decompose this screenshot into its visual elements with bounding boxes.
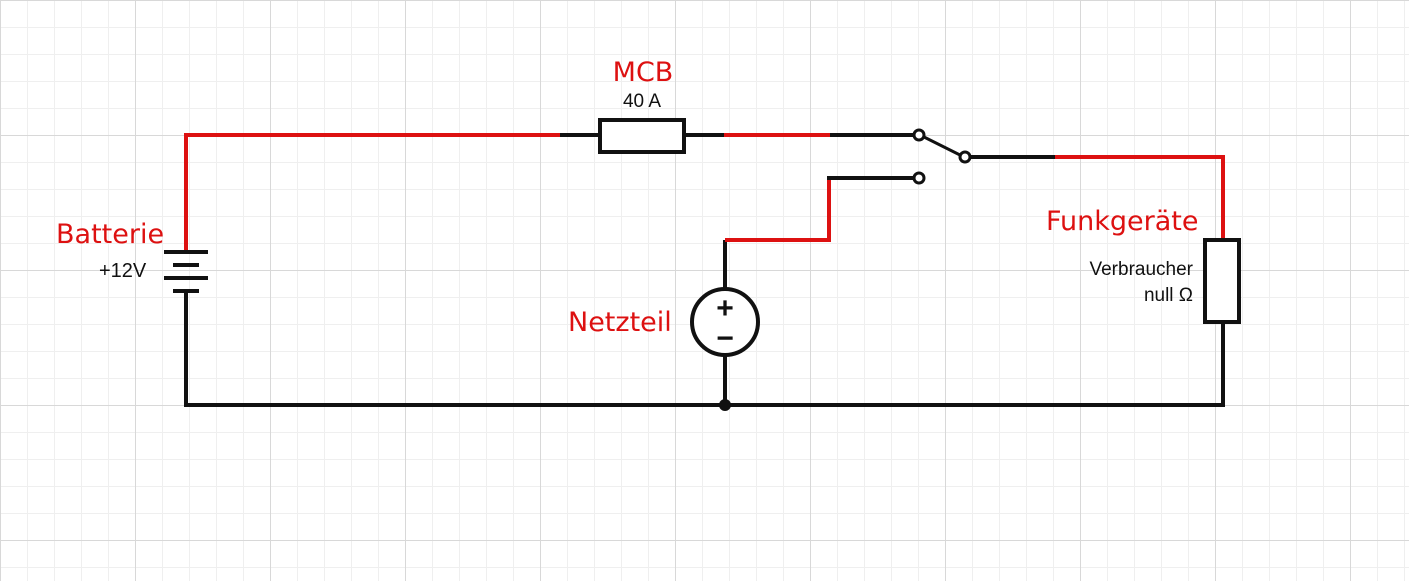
mcb-fuse-symbol	[598, 118, 686, 154]
load-description-line-2: null Ω	[1144, 285, 1193, 306]
battery-voltage-label: +12V	[99, 260, 147, 282]
wire-psu-to-switch	[725, 178, 831, 242]
psu-voltage-source-symbol	[690, 287, 760, 357]
switch-contact-a	[912, 128, 926, 142]
battery-label: Batterie	[56, 219, 164, 250]
switch-contact-b	[912, 171, 926, 185]
mcb-rating-label: 40 A	[623, 91, 661, 112]
switch-lever	[923, 135, 961, 157]
mcb-label: MCB	[613, 57, 674, 88]
wire-bottom-return	[184, 292, 1225, 407]
psu-label: Netzteil	[568, 307, 672, 338]
psu-minus-sign: −	[716, 322, 734, 355]
switch-common-contact	[958, 150, 972, 164]
wire-battery-top	[184, 133, 560, 252]
load-description-line-1: Verbraucher	[1089, 259, 1193, 280]
load-label: Funkgeräte	[1046, 206, 1199, 237]
psu-plus-sign: +	[716, 292, 734, 325]
load-resistor-symbol	[1203, 238, 1241, 324]
wire-to-load	[1055, 155, 1225, 238]
